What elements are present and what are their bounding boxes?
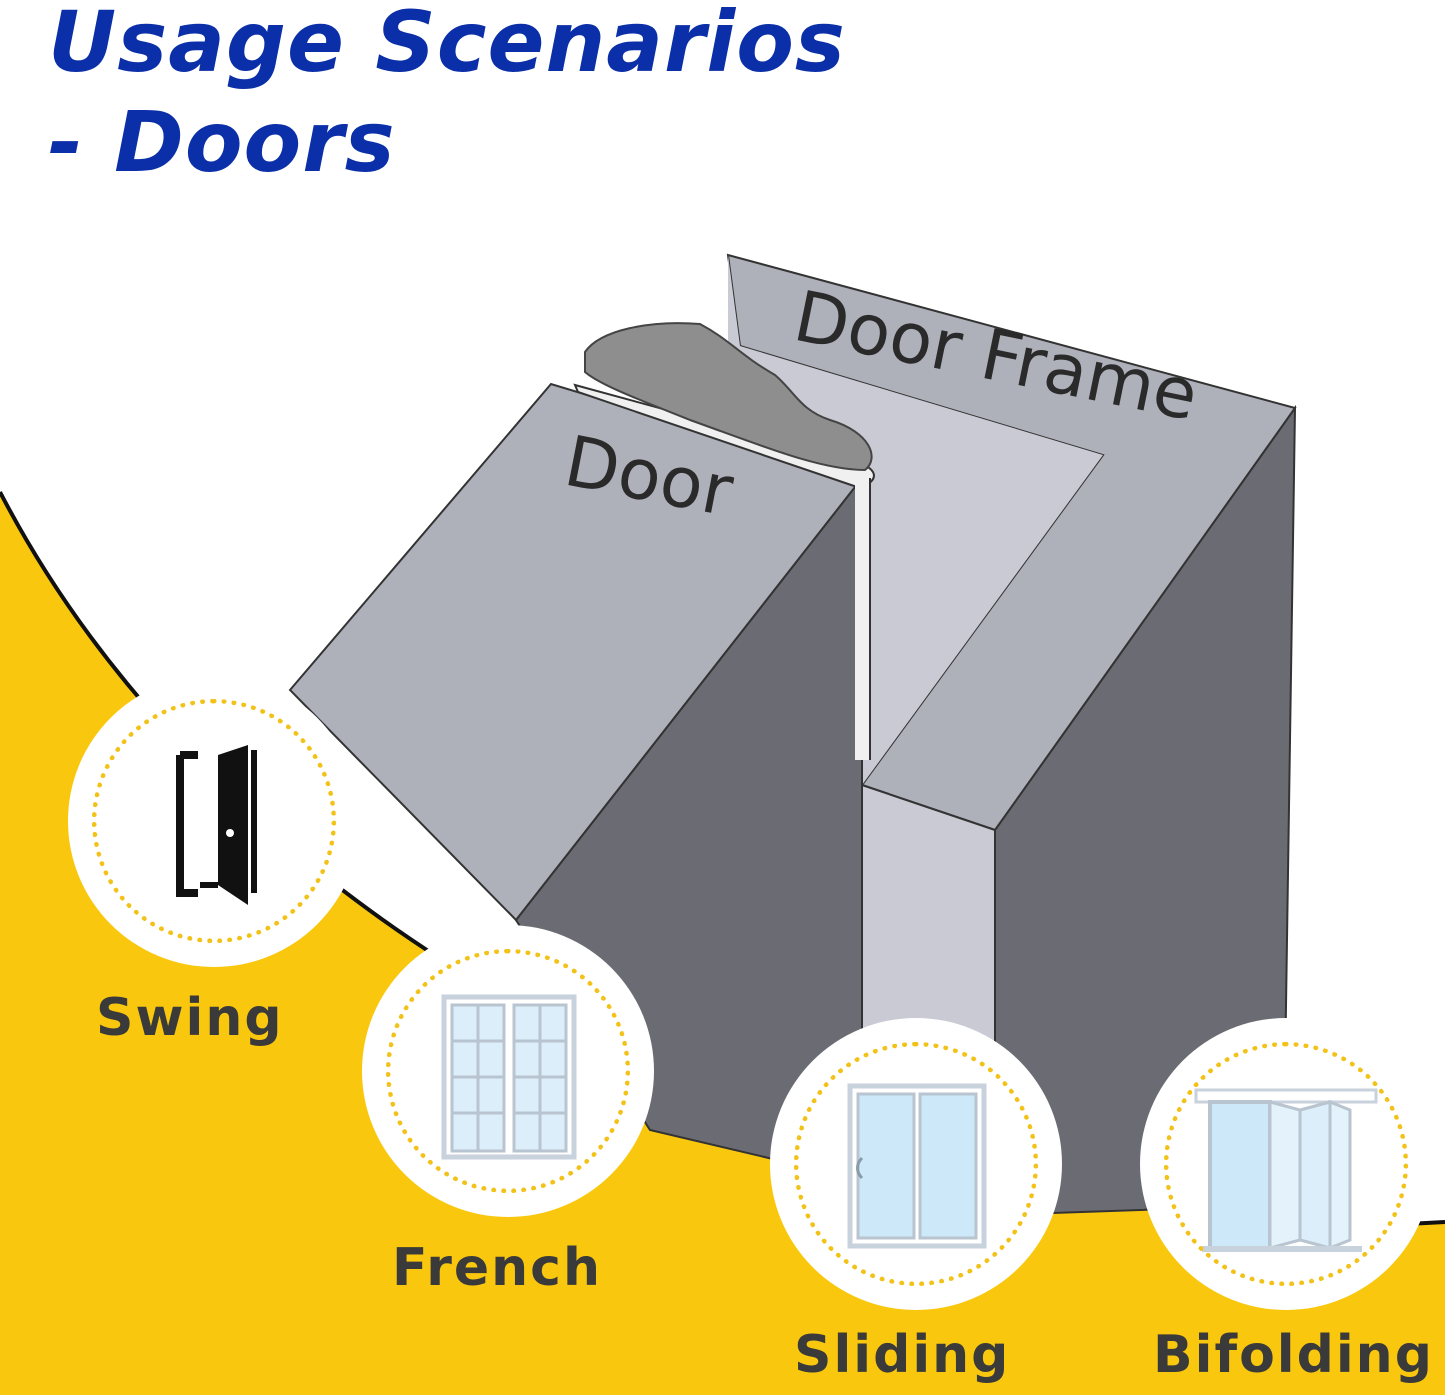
sliding-scenario-circle [770,1018,1062,1310]
page-title-line2: - Doors [48,93,396,191]
bifolding-door-icon [1194,1088,1378,1252]
french-scenario-circle [362,925,654,1217]
bifolding-scenario-circle [1140,1018,1432,1310]
door-block [288,382,875,1182]
swing-door-icon [176,745,257,905]
foam-seal [584,322,873,472]
bifolding-label: Bifolding [1153,1325,1434,1385]
swing-scenario-circle [68,675,360,967]
page-title-line1: Usage Scenarios [48,0,846,91]
yellow-background [0,492,1445,1395]
french-door-icon [441,994,577,1160]
swing-label: Swing [96,988,284,1048]
sliding-door-icon [847,1083,987,1249]
sliding-label: Sliding [794,1325,1011,1385]
french-label: French [392,1238,602,1298]
